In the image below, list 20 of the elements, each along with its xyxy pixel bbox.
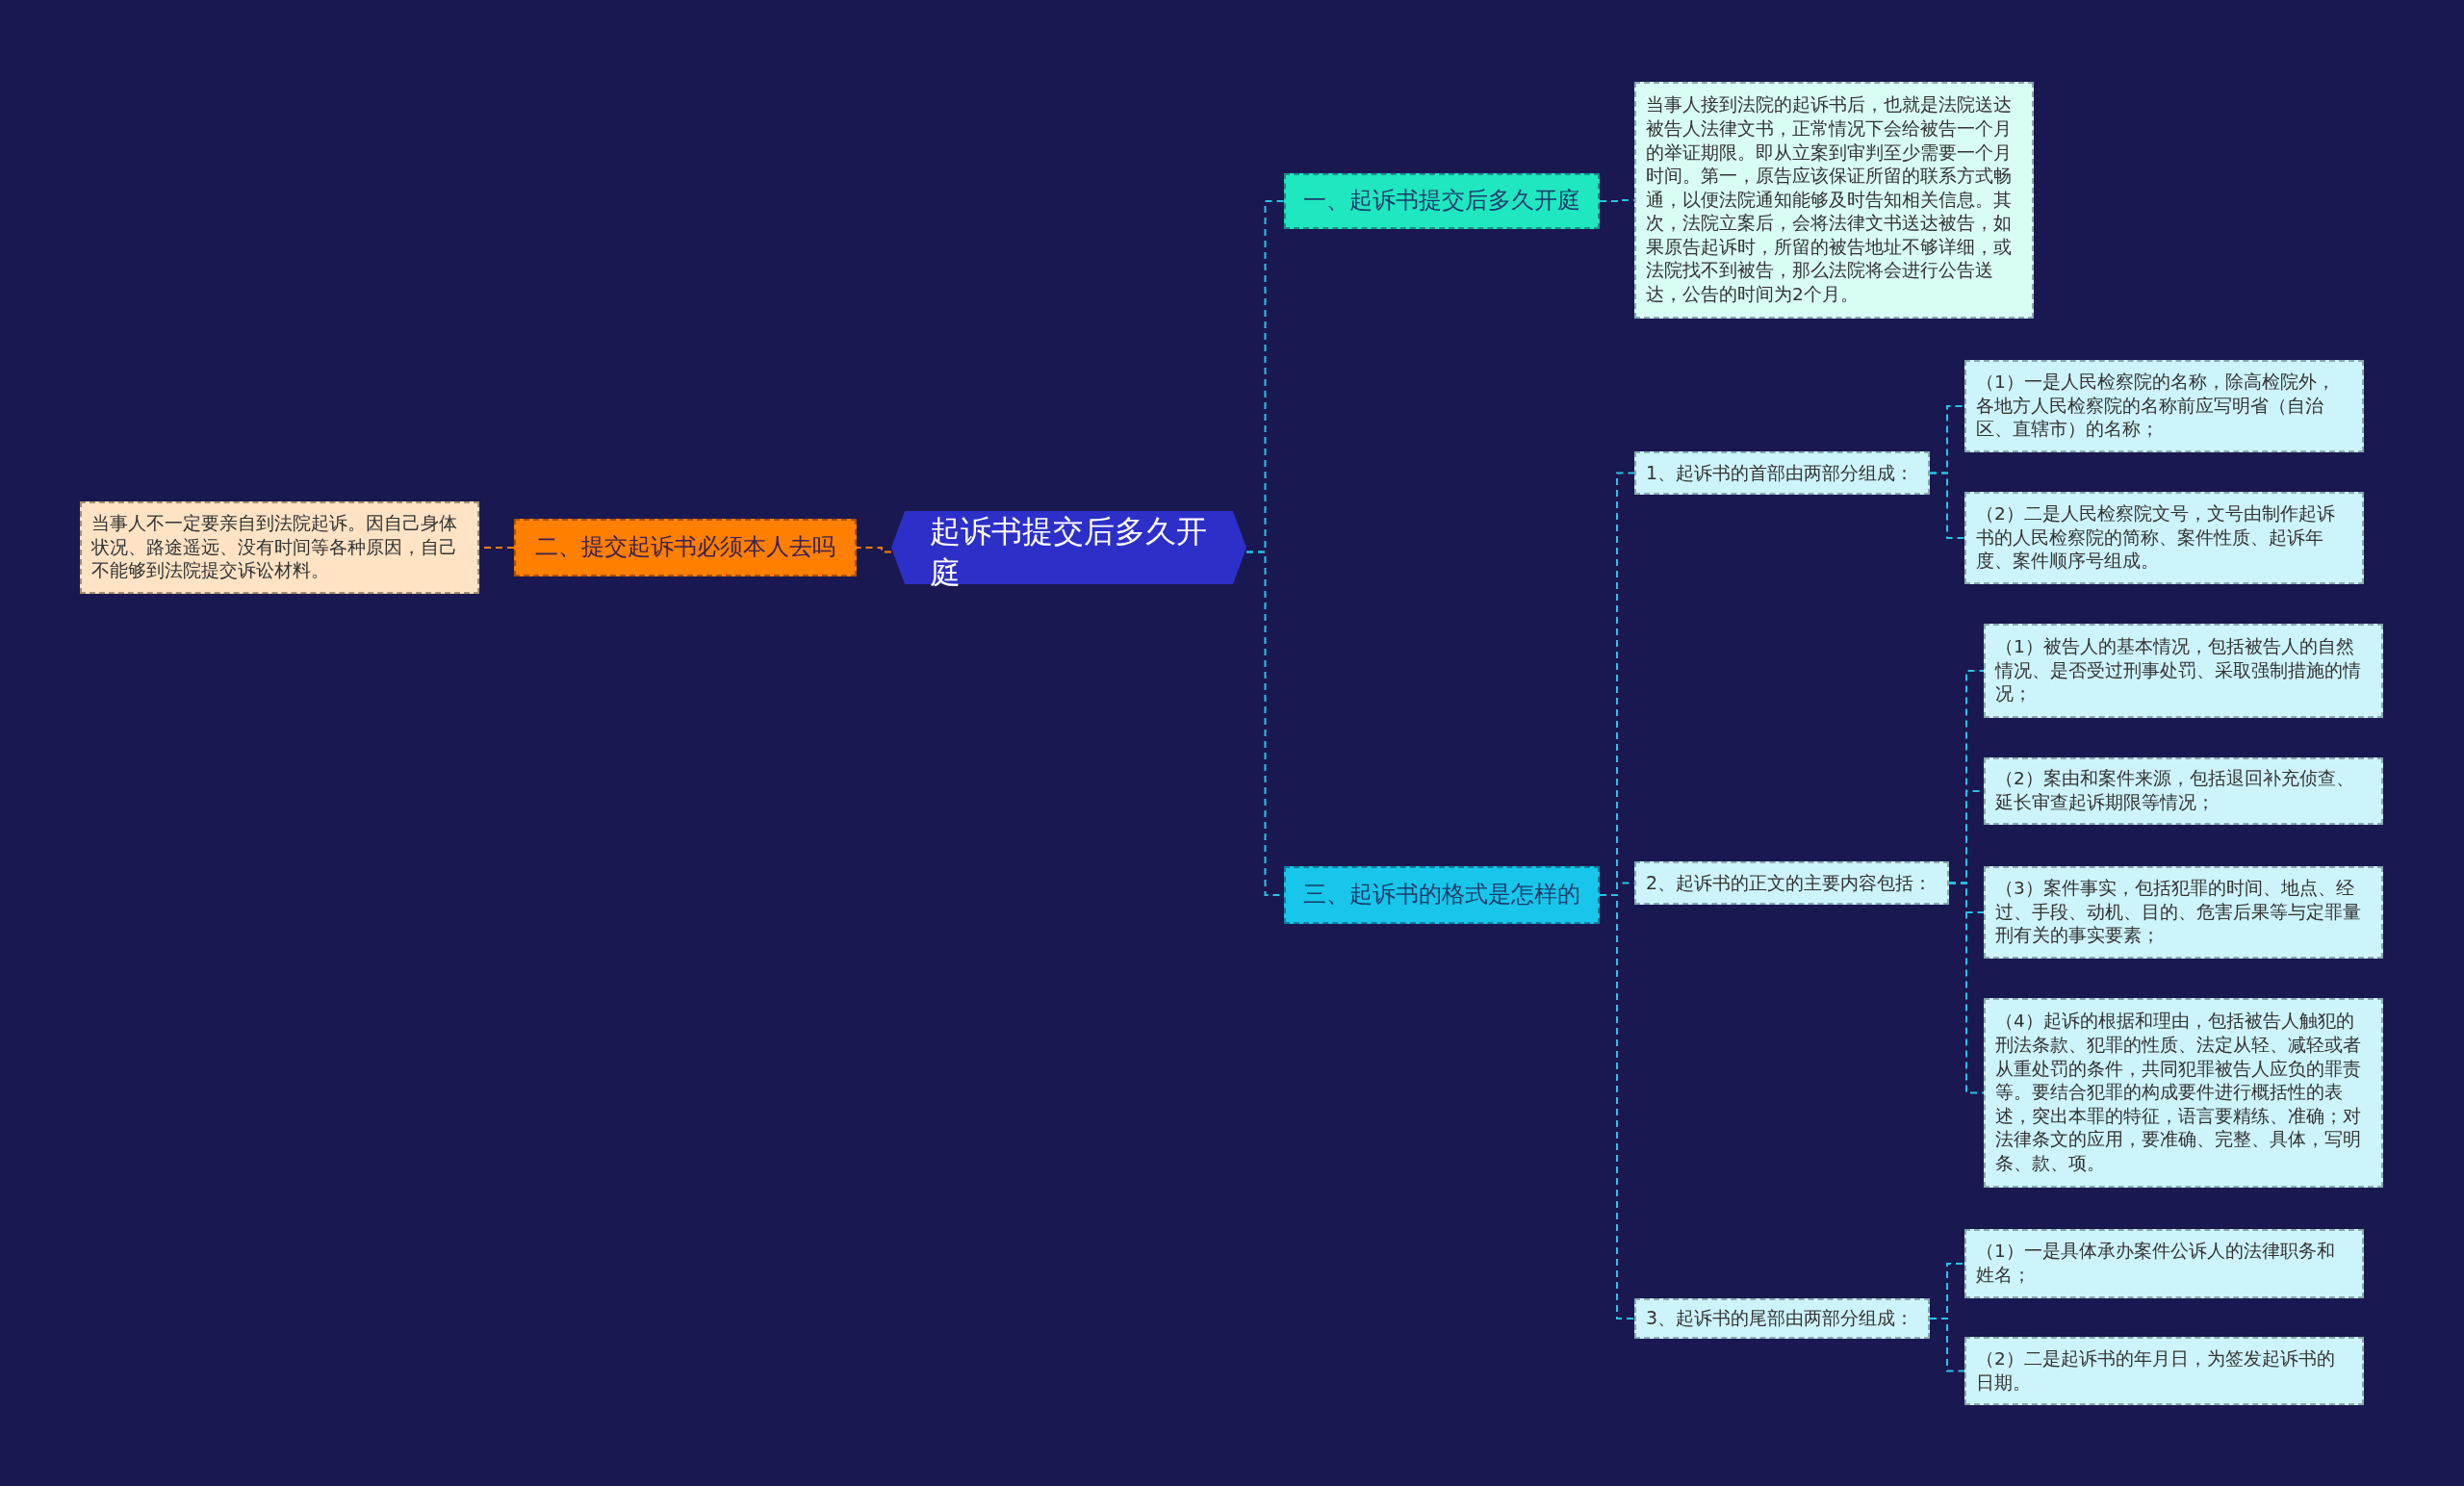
note-box: （1）一是具体承办案件公诉人的法律职务和姓名； [1964,1229,2364,1298]
note-box: （2）案由和案件来源，包括退回补充侦查、延长审查起诉期限等情况； [1984,757,2383,825]
note-box: （1）被告人的基本情况，包括被告人的自然情况、是否受过刑事处罚、采取强制措施的情况； [1984,624,2383,718]
note-box: （1）一是人民检察院的名称，除高检院外，各地方人民检察院的名称前应写明省（自治区、直辖市）的名称； [1964,360,2364,452]
note-box: （4）起诉的根据和理由，包括被告人触犯的刑法条款、犯罪的性质、法定从轻、减轻或者从重处罚的条件，共同犯罪被告人应负的罪责等。要结合犯罪的构成要件进行概括性的表述，突出本罪的特征，语言要精练、准确；对法律条文的应用，要准确、完整、具体，写明条、款、项。 [1984,998,2383,1188]
topic-box: 二、提交起诉书必须本人去吗 [514,519,857,576]
note-box: （3）案件事实，包括犯罪的时间、地点、经过、手段、动机、目的、危害后果等与定罪量刑有关的事实要素； [1984,866,2383,959]
subtopic-box: 3、起诉书的尾部由两部分组成： [1634,1298,1930,1339]
connector-line [1929,472,1965,539]
note-box: 当事人不一定要亲自到法院起诉。因自己身体状况、路途遥远、没有时间等各种原因，自己不能够到法院提交诉讼材料。 [80,501,479,594]
topic-box: 三、起诉书的格式是怎样的 [1284,866,1600,924]
note-box: 当事人接到法院的起诉书后，也就是法院送达被告人法律文书，正常情况下会给被告一个月的举证期限。即从立案到审判至少需要一个月时间。第一，原告应该保证所留的联系方式畅通，以便法院通知能够及时告知相关信息。其次，法院立案后，会将法律文书送达被告，如果原告起诉时，所留的被告地址不够详细，或法院找不到被告，那么法院将会进行公告送达，公告的时间为2个月。 [1634,82,2034,319]
connector-line [1929,1318,1965,1372]
note-box: （2）二是起诉书的年月日，为签发起诉书的日期。 [1964,1337,2364,1405]
connector-line [856,547,892,553]
topic-box: 一、起诉书提交后多久开庭 [1284,173,1600,229]
subtopic-box: 1、起诉书的首部由两部分组成： [1634,451,1930,495]
note-box: （2）二是人民检察院文号，文号由制作起诉书的人民检察院的简称、案件性质、起诉年度、案件顺序号组成。 [1964,492,2364,584]
connector-line [1948,882,1985,1094]
subtopic-box: 2、起诉书的正文的主要内容包括： [1634,861,1949,905]
